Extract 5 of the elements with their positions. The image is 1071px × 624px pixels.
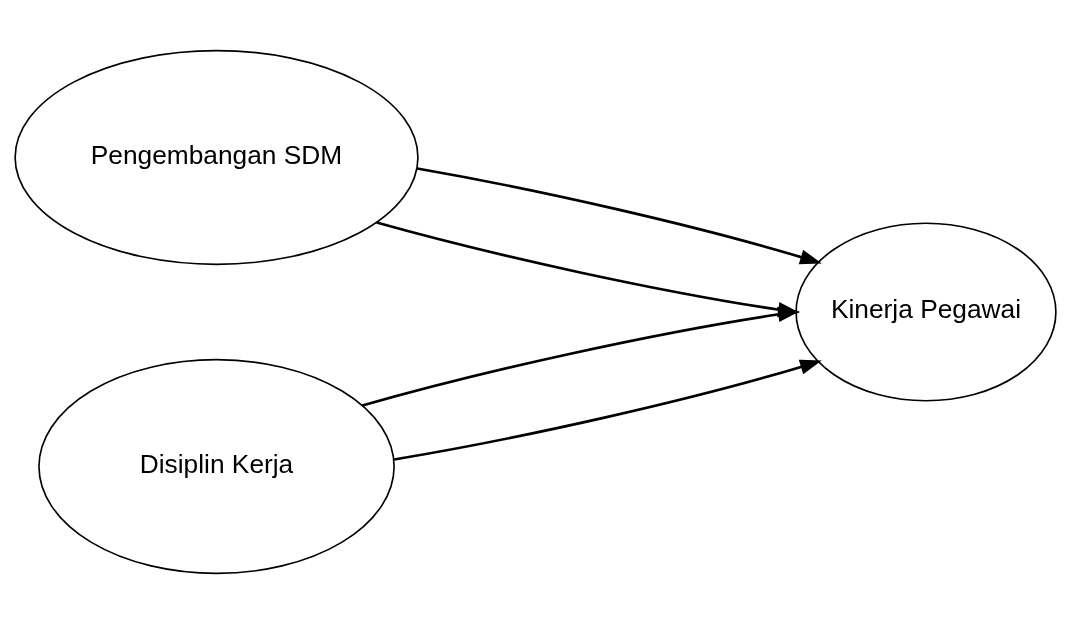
arrow xyxy=(362,306,800,407)
arrow xyxy=(393,359,822,461)
node-ellipse: Pengembangan SDM xyxy=(14,49,419,266)
arrow xyxy=(417,167,822,265)
node-ellipse: Disiplin Kerja xyxy=(38,358,395,575)
